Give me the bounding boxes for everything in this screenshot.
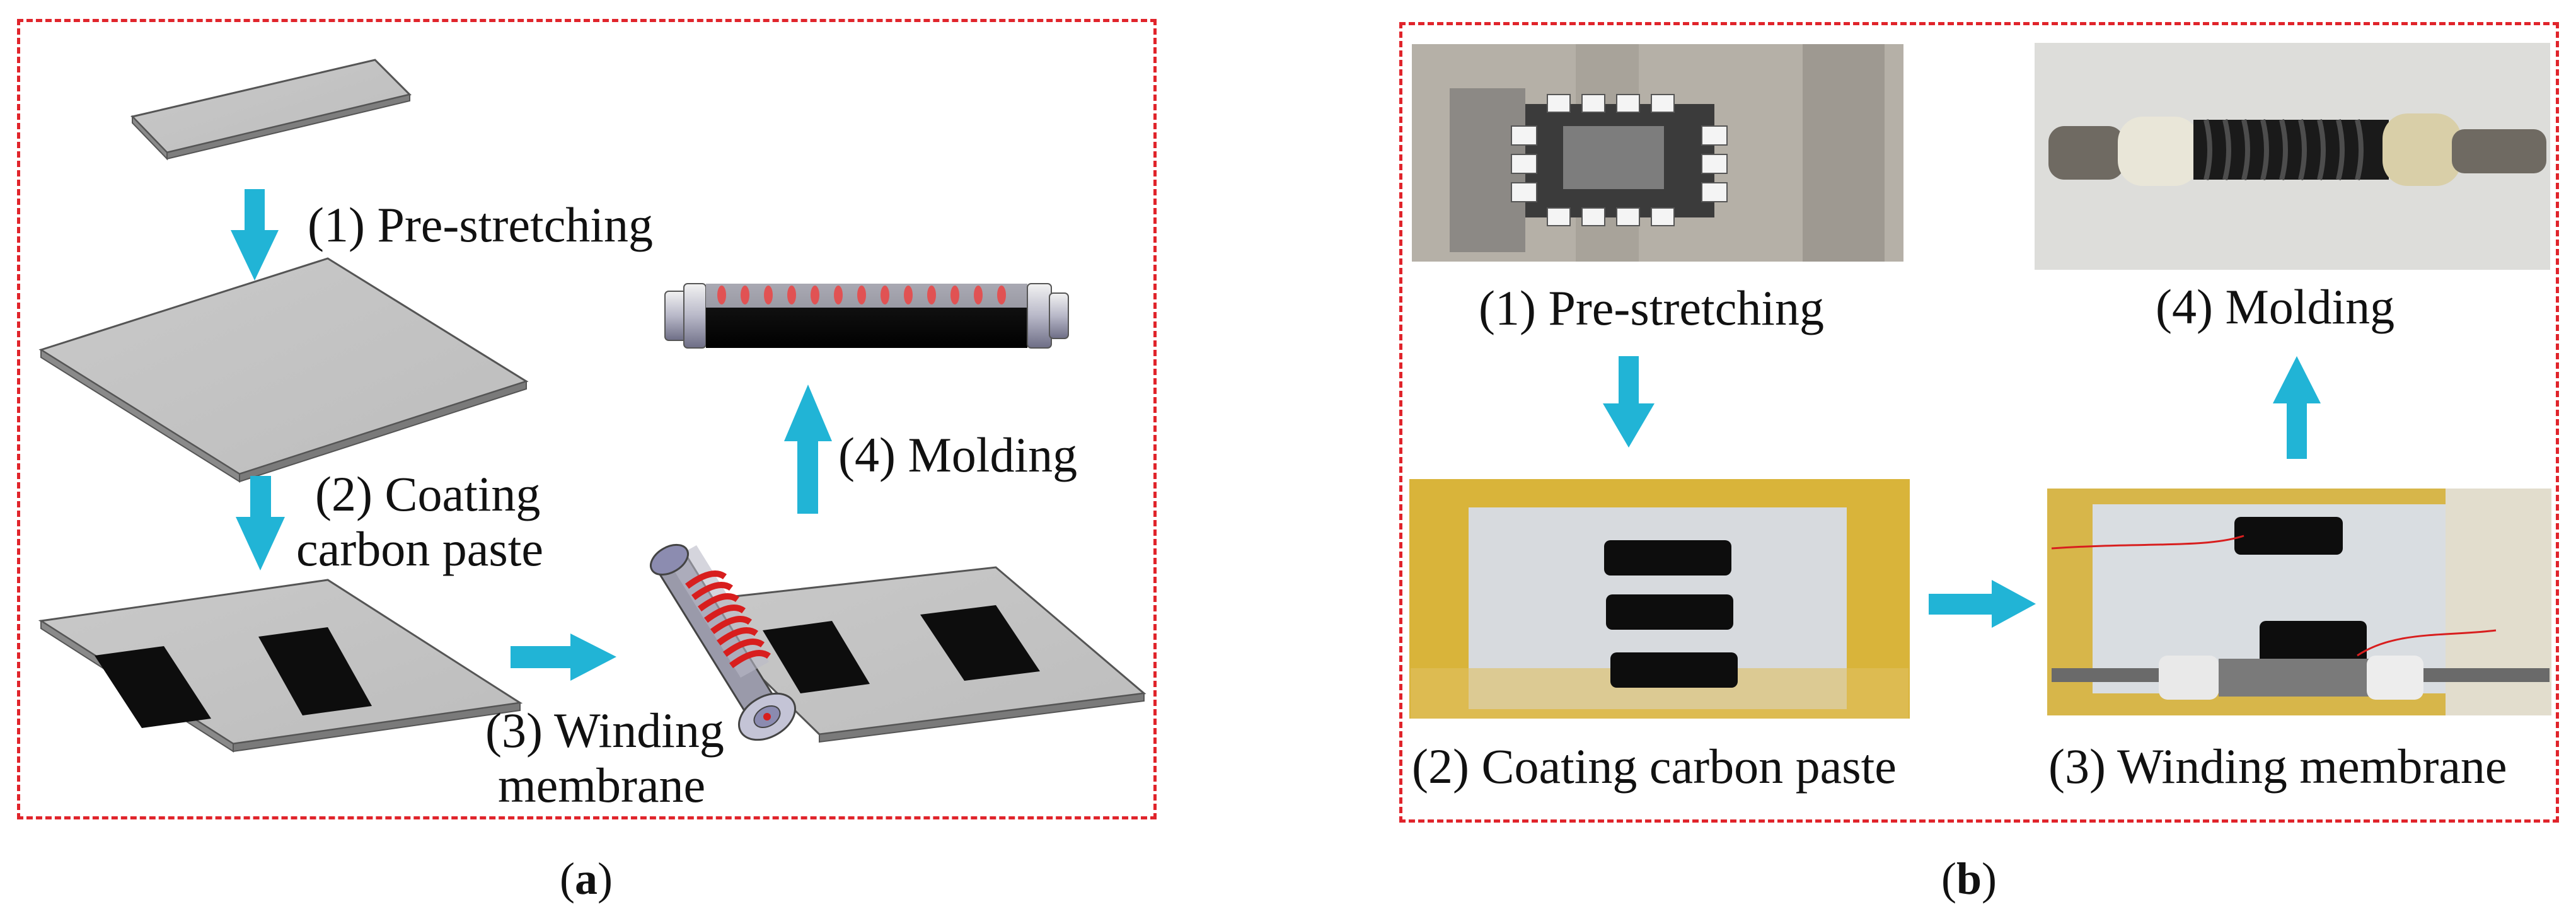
- arrow-down-b1-icon: [1603, 356, 1655, 448]
- panel-b-step1-label: (1) Pre-stretching: [1479, 281, 1824, 335]
- photo-winding: [2047, 489, 2551, 715]
- arrow-up-4-icon: [784, 385, 832, 514]
- photo-molding: [2035, 43, 2550, 270]
- arrow-down-1-icon: [231, 189, 279, 281]
- carbon-electrode-2: [258, 627, 372, 715]
- winding-membrane: [650, 543, 1146, 743]
- photo-pre-stretching: [1412, 44, 1903, 262]
- arrow-right-3-icon: [511, 633, 616, 681]
- panel-b-step2-label: (2) Coating carbon paste: [1412, 739, 1897, 794]
- panel-a-step2-label-line2: carbon paste: [296, 521, 543, 576]
- panel-b-step3-label: (3) Winding membrane: [2048, 739, 2507, 794]
- arrow-up-b3-icon: [2273, 356, 2321, 459]
- panel-a-step3-label-line1: (3) Winding: [485, 703, 724, 758]
- carbon-electrode-3: [763, 621, 870, 693]
- panel-b-frame: [1399, 22, 2559, 823]
- panel-a-caption: (a): [560, 853, 613, 904]
- panel-b-step4-label: (4) Molding: [2156, 279, 2395, 334]
- panel-a-step4-label: (4) Molding: [838, 427, 1078, 482]
- carbon-electrode-4: [920, 605, 1040, 681]
- panel-a-step2-label-line1: (2) Coating: [315, 466, 541, 521]
- panel-a-step1-label: (1) Pre-stretching: [308, 197, 653, 252]
- panel-a-step3-label-line2: membrane: [498, 758, 706, 813]
- stretched-membrane: [38, 257, 529, 483]
- panel-b-caption: (b): [1941, 853, 1997, 904]
- carbon-electrode-1: [95, 646, 211, 728]
- arrow-right-b2-icon: [1929, 580, 2036, 628]
- unstretched-membrane: [130, 59, 412, 161]
- coated-membrane: [38, 579, 523, 753]
- winding-roller: [650, 543, 797, 741]
- arrow-down-2-icon: [236, 476, 285, 570]
- photo-coating: [1409, 479, 1910, 719]
- molded-actuator: [664, 283, 1069, 349]
- panel-a-frame: [17, 19, 1157, 819]
